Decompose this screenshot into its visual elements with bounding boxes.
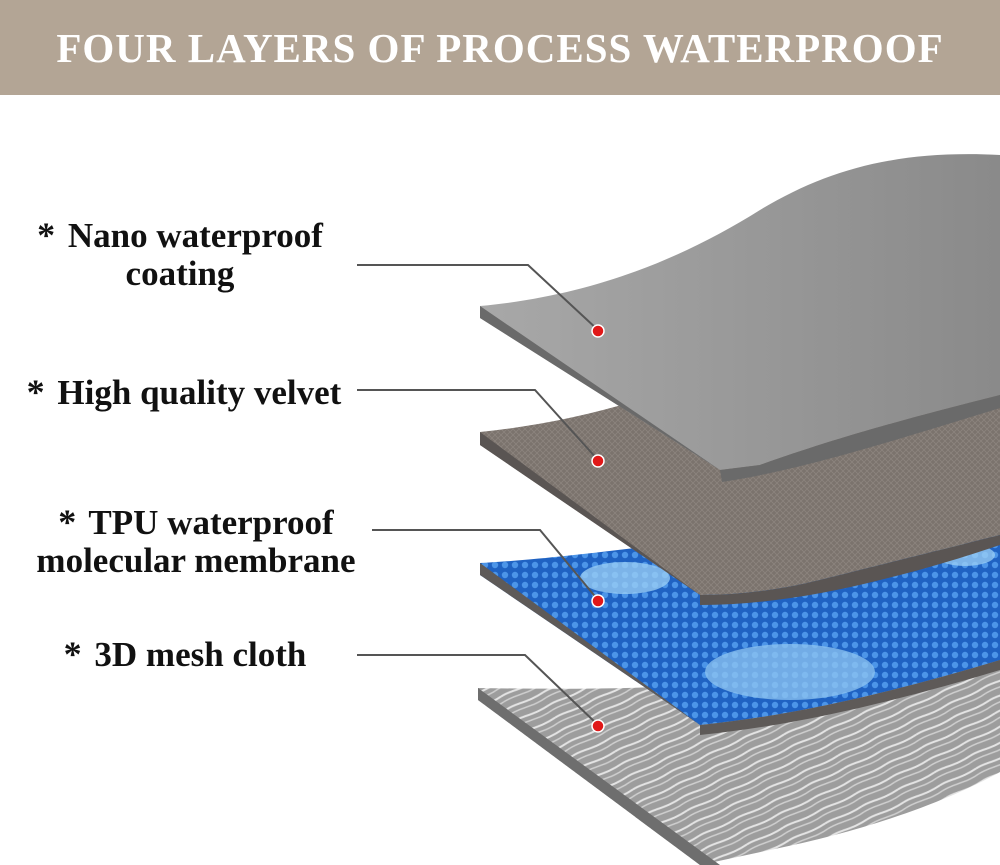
leader-lines bbox=[357, 264, 599, 726]
banner-title: FOUR LAYERS OF PROCESS WATERPROOF bbox=[56, 24, 944, 71]
marker-dot-nano bbox=[591, 324, 605, 338]
leader-line-mesh bbox=[357, 654, 599, 726]
label-line2: coating bbox=[125, 254, 235, 293]
marker-dot-mesh bbox=[591, 719, 605, 733]
bullet-star-icon: * bbox=[63, 634, 82, 674]
marker-dot-tpu bbox=[591, 594, 605, 608]
leader-line-velvet bbox=[357, 389, 599, 461]
water-droplet-icon bbox=[580, 562, 670, 594]
label-line2: molecular membrane bbox=[36, 541, 356, 580]
label-line1: 3D mesh cloth bbox=[94, 635, 307, 674]
label-velvet: * High quality velvet bbox=[4, 373, 364, 412]
bullet-star-icon: * bbox=[37, 215, 56, 255]
label-mesh-cloth: * 3D mesh cloth bbox=[40, 635, 330, 674]
layer-nano-coating bbox=[480, 154, 1000, 482]
label-nano-coating: * Nano waterproof coating bbox=[10, 216, 350, 293]
leader-line-tpu bbox=[372, 529, 599, 601]
bullet-star-icon: * bbox=[58, 502, 77, 542]
water-droplet-icon bbox=[705, 644, 875, 700]
label-line1: TPU waterproof bbox=[88, 503, 334, 542]
label-tpu-membrane: * TPU waterproof molecular membrane bbox=[10, 503, 382, 580]
leader-line-nano bbox=[357, 264, 599, 331]
marker-dot-velvet bbox=[591, 454, 605, 468]
title-banner: FOUR LAYERS OF PROCESS WATERPROOF bbox=[0, 0, 1000, 95]
label-line1: High quality velvet bbox=[57, 373, 342, 412]
label-line1: Nano waterproof bbox=[67, 216, 323, 255]
bullet-star-icon: * bbox=[26, 372, 45, 412]
layer-illustration bbox=[357, 154, 1000, 865]
